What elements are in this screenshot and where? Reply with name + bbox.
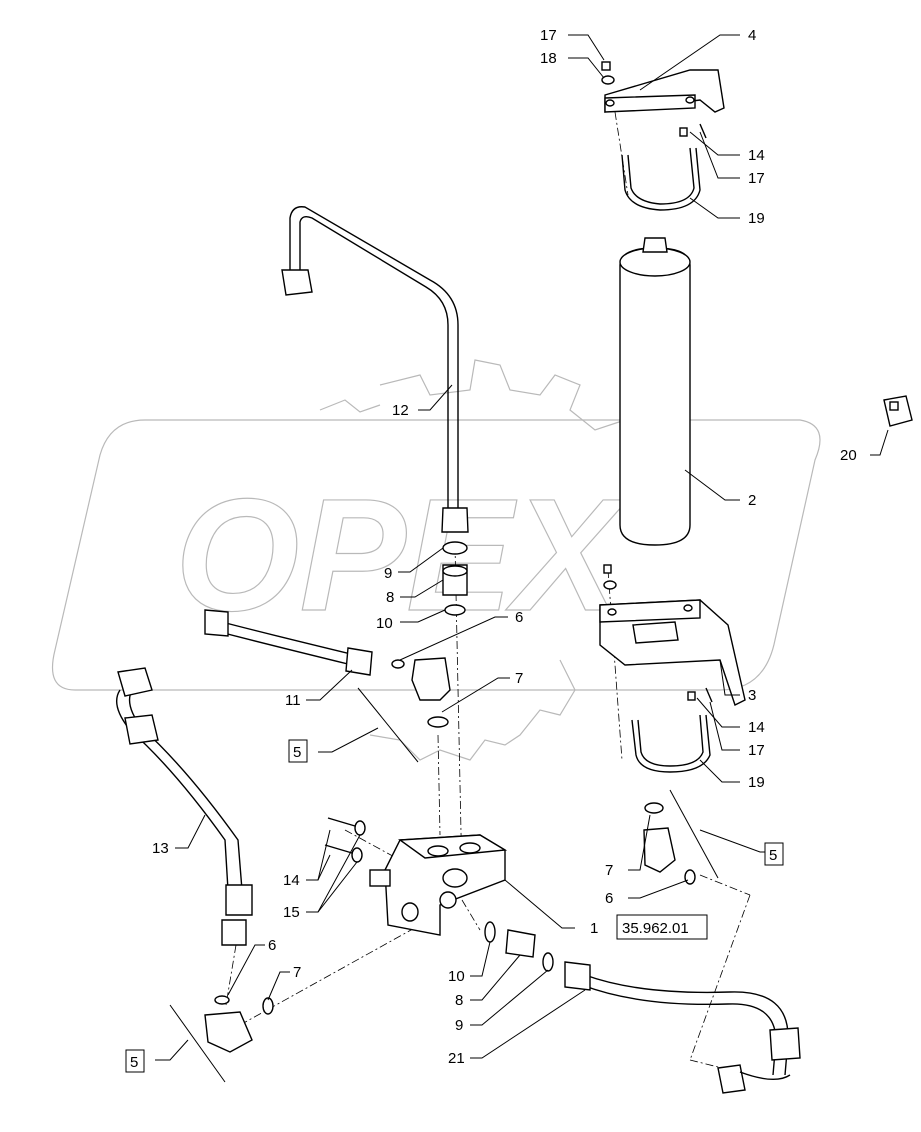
callout-15: 15 [283, 904, 300, 921]
callout-18: 18 [540, 50, 557, 67]
callout-7-left: 7 [293, 964, 301, 981]
callout-10-upper: 10 [376, 615, 393, 632]
callout-labels: 17 18 4 14 17 19 12 2 20 9 8 10 6 11 7 5… [130, 27, 857, 1071]
watermark: OPEX [51, 359, 821, 761]
callout-5-ref-left: 5 [130, 1054, 138, 1071]
u-bolt-upper [621, 147, 701, 211]
callout-19-lower: 19 [748, 774, 765, 791]
reference-boxes [125, 739, 784, 1073]
elbow-fitting-left [204, 995, 274, 1053]
upper-bracket [601, 61, 725, 139]
callout-4: 4 [748, 27, 756, 44]
hose-13 [116, 667, 253, 946]
callout-12: 12 [392, 402, 409, 419]
callout-17-top: 17 [540, 27, 557, 44]
callout-17-lower: 17 [748, 742, 765, 759]
callout-9-lower: 9 [455, 1017, 463, 1034]
valve-block [369, 834, 508, 936]
callout-8-upper: 8 [386, 589, 394, 606]
elbow-fitting-right [643, 802, 696, 885]
callout-7-upper: 7 [515, 670, 523, 687]
accumulator-cylinder [619, 237, 691, 546]
callout-8-lower: 8 [455, 992, 463, 1009]
callout-2: 2 [748, 492, 756, 509]
callout-6-left: 6 [268, 937, 276, 954]
callout-14-bolts: 14 [283, 872, 300, 889]
connector-part-20 [883, 395, 913, 427]
elbow-fitting-upper [391, 657, 451, 728]
callout-5-ref-right: 5 [769, 847, 777, 864]
callout-14-top: 14 [748, 147, 765, 164]
mounting-bolts [324, 817, 366, 863]
lower-bracket [599, 564, 746, 706]
leader-lines [155, 34, 889, 1083]
watermark-text: OPEX [175, 465, 628, 644]
callout-11: 11 [285, 692, 301, 709]
callout-13: 13 [152, 840, 169, 857]
callout-7-right: 7 [605, 862, 613, 879]
callout-1: 1 [590, 920, 598, 937]
callout-9-upper: 9 [384, 565, 392, 582]
reference-35-962-01: 35.962.01 [622, 920, 689, 937]
callout-21: 21 [448, 1050, 465, 1067]
callout-20: 20 [840, 447, 857, 464]
fitting-stack-lower [484, 921, 554, 972]
callout-3: 3 [748, 687, 756, 704]
hose-21 [564, 961, 801, 1094]
callout-10-lower: 10 [448, 968, 465, 985]
callout-5-ref-upper: 5 [293, 744, 301, 761]
hose-11 [204, 609, 373, 676]
callout-6-right: 6 [605, 890, 613, 907]
callout-6-upper: 6 [515, 609, 523, 626]
rigid-pipe [281, 206, 469, 533]
callout-17-upper: 17 [748, 170, 765, 187]
callout-19-upper: 19 [748, 210, 765, 227]
callout-14-mid: 14 [748, 719, 765, 736]
u-bolt-lower [631, 714, 711, 773]
